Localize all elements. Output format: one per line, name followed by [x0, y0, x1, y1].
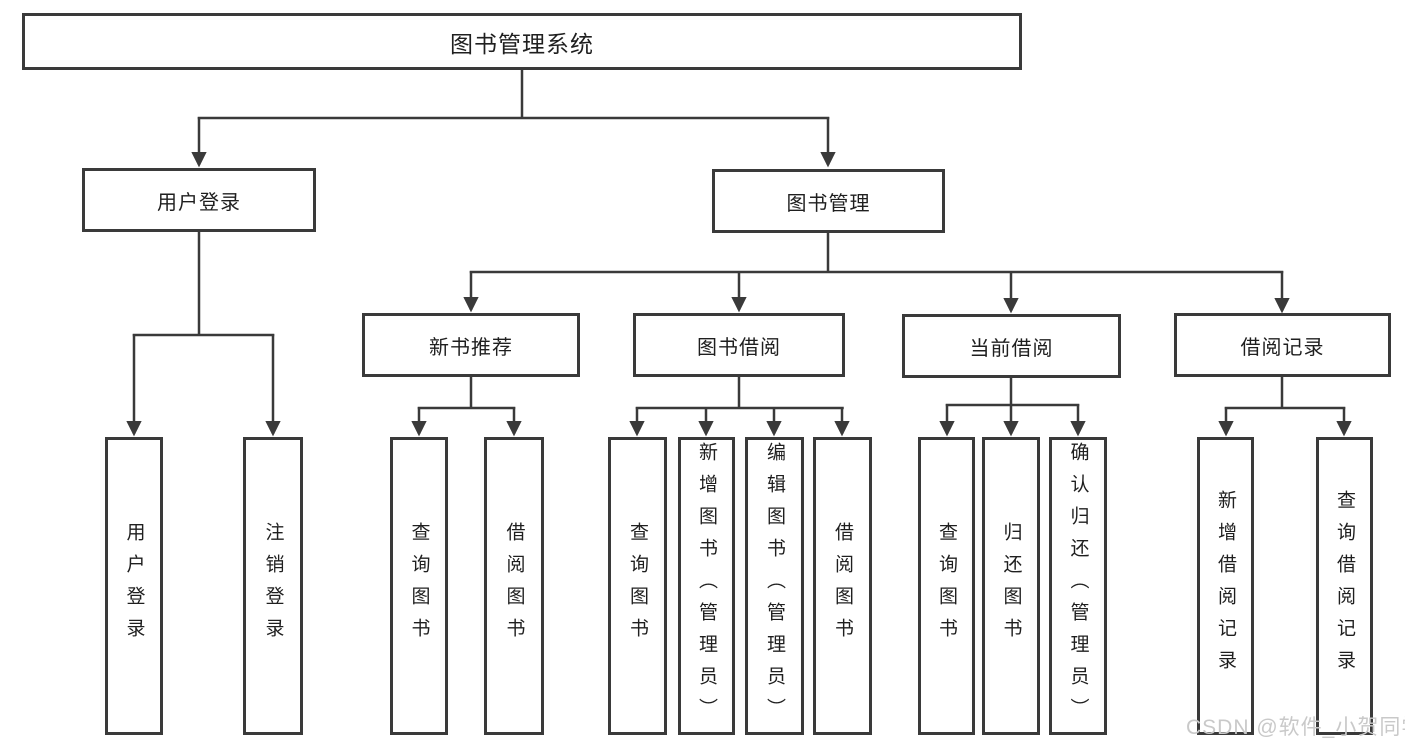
- node-label: 新增图书（管理员）: [696, 442, 717, 730]
- node-label: 注销登录: [262, 522, 284, 650]
- node-label: 新书推荐: [429, 336, 513, 359]
- node-book-management-module: 图书管理: [712, 169, 945, 233]
- node-label: 编辑图书（管理员）: [764, 442, 785, 730]
- node-leaf-return-book: 归还图书: [982, 437, 1040, 735]
- node-label: 查询图书: [627, 522, 648, 650]
- node-label: 用户登录: [157, 191, 241, 214]
- node-leaf-query-books-recommend: 查询图书: [390, 437, 448, 735]
- node-label: 当前借阅: [969, 337, 1054, 360]
- node-leaf-confirm-return-admin: 确认归还（管理员）: [1049, 437, 1107, 735]
- node-label: 借阅图书: [832, 522, 853, 650]
- node-label: 图书借阅: [697, 336, 781, 359]
- node-leaf-logout: 注销登录: [243, 437, 303, 735]
- node-book-borrowing: 图书借阅: [633, 313, 845, 377]
- node-leaf-user-login: 用户登录: [105, 437, 163, 735]
- node-label: 图书管理: [786, 192, 871, 215]
- node-library-management-system: 图书管理系统: [22, 13, 1022, 70]
- node-current-borrowing: 当前借阅: [902, 314, 1121, 378]
- node-label: 图书管理系统: [450, 30, 594, 57]
- csdn-watermark: CSDN @软件_小贺同学: [1186, 716, 1405, 739]
- node-leaf-query-books-borrowing: 查询图书: [608, 437, 667, 735]
- node-leaf-add-book-admin: 新增图书（管理员）: [678, 437, 735, 735]
- node-borrowing-records: 借阅记录: [1174, 313, 1391, 377]
- node-label: 借阅图书: [503, 522, 525, 650]
- node-user-login-module: 用户登录: [82, 168, 316, 232]
- node-leaf-query-books-current: 查询图书: [918, 437, 975, 735]
- node-leaf-edit-book-admin: 编辑图书（管理员）: [745, 437, 804, 735]
- node-label: 用户登录: [123, 522, 145, 650]
- node-new-book-recommendation: 新书推荐: [362, 313, 580, 377]
- node-label: 新增借阅记录: [1215, 490, 1236, 682]
- node-label: 归还图书: [1000, 522, 1022, 650]
- node-leaf-query-borrow-record: 查询借阅记录: [1316, 437, 1373, 735]
- node-leaf-add-borrow-record: 新增借阅记录: [1197, 437, 1254, 735]
- node-label: 借阅记录: [1240, 336, 1325, 359]
- node-leaf-borrow-books: 借阅图书: [813, 437, 872, 735]
- node-leaf-borrow-books-recommend: 借阅图书: [484, 437, 544, 735]
- node-label: 确认归还（管理员）: [1067, 442, 1089, 730]
- node-label: 查询图书: [408, 522, 430, 650]
- node-label: 查询图书: [936, 522, 957, 650]
- node-label: 查询借阅记录: [1334, 490, 1355, 682]
